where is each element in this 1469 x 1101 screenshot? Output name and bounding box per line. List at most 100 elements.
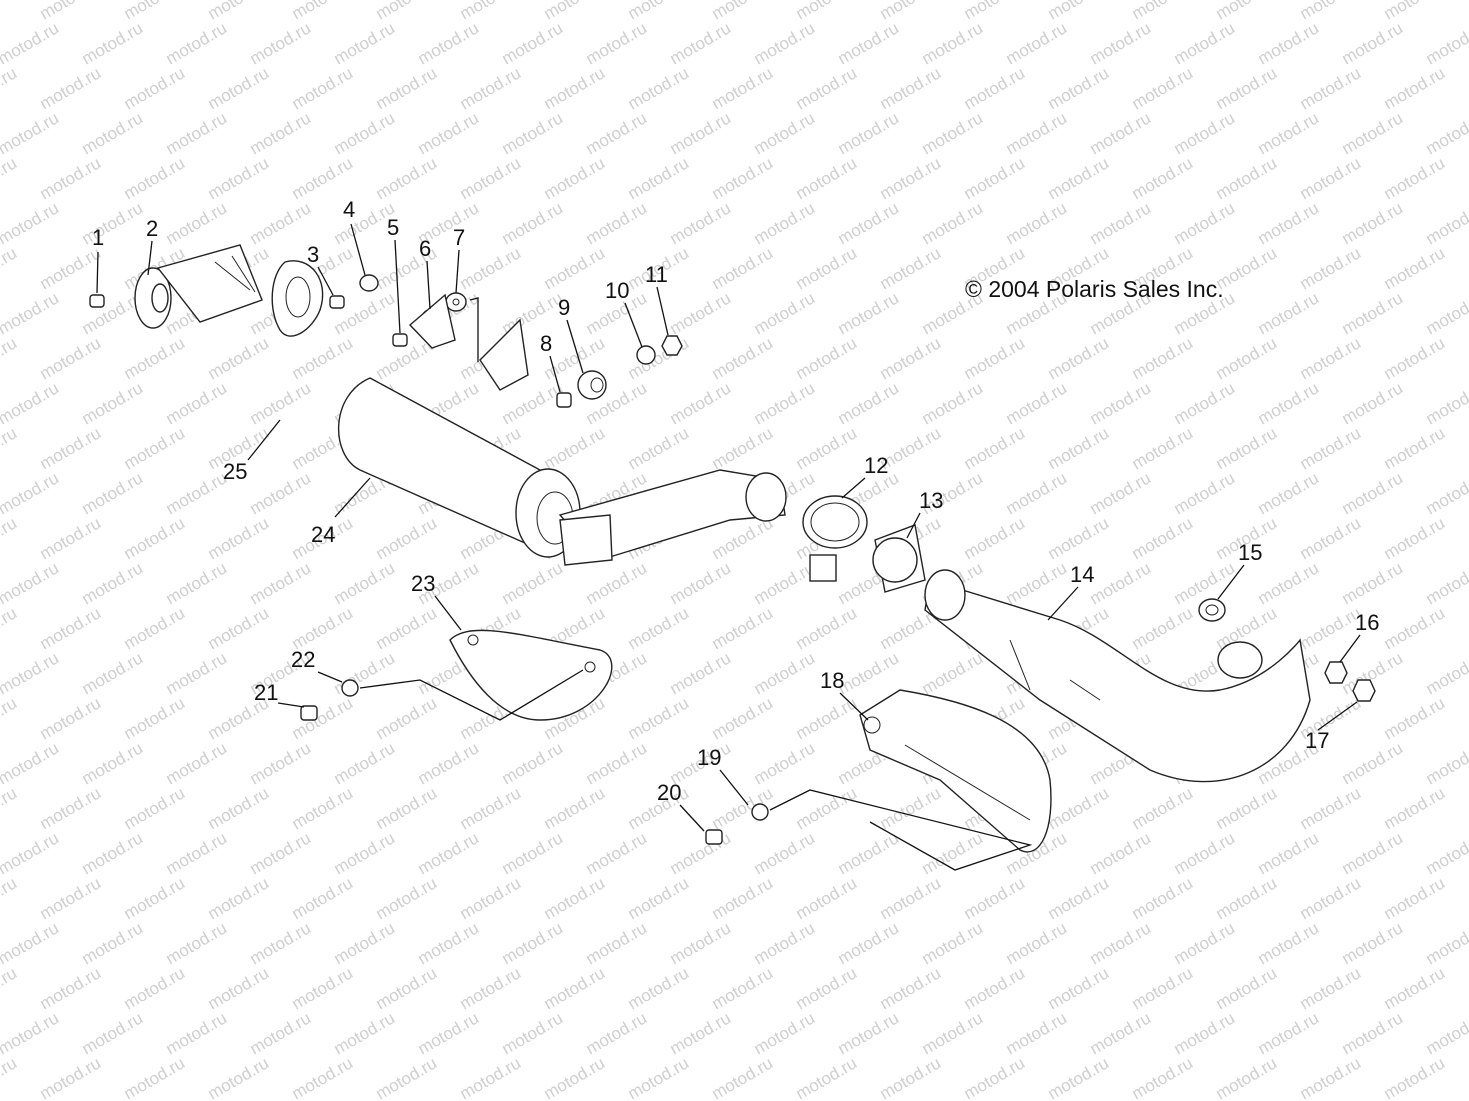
watermark-text: motod.ru: [1003, 108, 1071, 158]
watermark-text: motod.ru: [583, 918, 651, 968]
watermark-text: motod.ru: [541, 0, 609, 23]
watermark-text: motod.ru: [79, 648, 147, 698]
watermark-text: motod.ru: [751, 558, 819, 608]
callout-18: 18: [820, 668, 844, 693]
part-20-bolt: [705, 829, 723, 845]
watermark-text: motod.ru: [793, 153, 861, 203]
watermark-text: motod.ru: [331, 918, 399, 968]
callout-8: 8: [540, 331, 552, 356]
watermark-text: motod.ru: [1381, 243, 1449, 293]
watermark-text: motod.ru: [499, 198, 567, 248]
watermark-text: motod.ru: [373, 63, 441, 113]
watermark-text: motod.ru: [79, 918, 147, 968]
watermark-text: motod.ru: [835, 648, 903, 698]
watermark-text: motod.ru: [373, 873, 441, 923]
watermark-text: motod.ru: [289, 333, 357, 383]
copyright-notice: © 2004 Polaris Sales Inc.: [965, 276, 1224, 302]
watermark-text: motod.ru: [919, 1008, 987, 1058]
watermark-text: motod.ru: [1423, 18, 1469, 68]
watermark-text: motod.ru: [541, 153, 609, 203]
watermark-text: motod.ru: [583, 738, 651, 788]
watermark-text: motod.ru: [121, 963, 189, 1013]
watermark-text: motod.ru: [331, 558, 399, 608]
watermark-text: motod.ru: [1297, 873, 1365, 923]
watermark-text: motod.ru: [1087, 378, 1155, 428]
part-11-nut: [661, 335, 683, 356]
watermark-text: motod.ru: [373, 963, 441, 1013]
watermark-text: motod.ru: [709, 423, 777, 473]
watermark-text: motod.ru: [667, 198, 735, 248]
callout-25: 25: [223, 459, 247, 484]
watermark-text: motod.ru: [289, 603, 357, 653]
watermark-text: motod.ru: [205, 603, 273, 653]
watermark-text: motod.ru: [37, 963, 105, 1013]
callout-22: 22: [291, 647, 315, 672]
watermark-text: motod.ru: [37, 423, 105, 473]
part-8-spacer: [556, 392, 572, 408]
part-2-tailpipe: [134, 244, 263, 329]
watermark-text: motod.ru: [583, 558, 651, 608]
watermark-text: motod.ru: [79, 108, 147, 158]
watermark-text: motod.ru: [709, 63, 777, 113]
watermark-text: motod.ru: [499, 1008, 567, 1058]
watermark-text: motod.ru: [1339, 828, 1407, 878]
watermark-text: motod.ru: [835, 18, 903, 68]
watermark-text: motod.ru: [0, 513, 20, 563]
callout-13: 13: [919, 488, 943, 513]
watermark-text: motod.ru: [1213, 333, 1281, 383]
watermark-text: motod.ru: [37, 603, 105, 653]
watermark-text: motod.ru: [0, 0, 20, 23]
watermark-text: motod.ru: [1003, 198, 1071, 248]
watermark-text: motod.ru: [919, 648, 987, 698]
watermark-text: motod.ru: [1339, 918, 1407, 968]
watermark-text: motod.ru: [583, 108, 651, 158]
watermark-text: motod.ru: [37, 153, 105, 203]
watermark-text: motod.ru: [79, 558, 147, 608]
part-18-heat-shield: [859, 689, 1052, 853]
watermark-text: motod.ru: [877, 783, 945, 833]
watermark-text: motod.ru: [1129, 153, 1197, 203]
watermark-text: motod.ru: [289, 0, 357, 23]
watermark-text: motod.ru: [1129, 513, 1197, 563]
watermark-text: motod.ru: [415, 1008, 483, 1058]
watermark-text: motod.ru: [961, 63, 1029, 113]
watermark-text: motod.ru: [625, 423, 693, 473]
watermark-text: motod.ru: [541, 963, 609, 1013]
watermark-text: motod.ru: [0, 783, 20, 833]
watermark-text: motod.ru: [541, 1053, 609, 1101]
watermark-text: motod.ru: [415, 828, 483, 878]
watermark-text: motod.ru: [961, 963, 1029, 1013]
watermark-text: motod.ru: [751, 378, 819, 428]
watermark-text: motod.ru: [793, 423, 861, 473]
part-23-heat-shield: [449, 629, 613, 721]
watermark-text: motod.ru: [835, 828, 903, 878]
watermark-text: motod.ru: [667, 918, 735, 968]
watermark-text: motod.ru: [79, 828, 147, 878]
watermark-text: motod.ru: [961, 1053, 1029, 1101]
watermark-text: motod.ru: [583, 1008, 651, 1058]
watermark-text: motod.ru: [1171, 468, 1239, 518]
watermark-text: motod.ru: [751, 288, 819, 338]
callout-4: 4: [343, 197, 355, 222]
watermark-text: motod.ru: [1339, 1008, 1407, 1058]
watermark-text: motod.ru: [1423, 918, 1469, 968]
watermark-text: motod.ru: [1045, 873, 1113, 923]
watermark-text: motod.ru: [541, 63, 609, 113]
watermark-text: motod.ru: [0, 918, 62, 968]
watermark-text: motod.ru: [1171, 378, 1239, 428]
watermark-text: motod.ru: [583, 18, 651, 68]
watermark-text: motod.ru: [289, 693, 357, 743]
watermark-text: motod.ru: [751, 198, 819, 248]
watermark-text: motod.ru: [0, 378, 62, 428]
part-19-lock-washer: [751, 803, 769, 821]
watermark-text: motod.ru: [541, 423, 609, 473]
watermark-text: motod.ru: [1129, 963, 1197, 1013]
watermark-text: motod.ru: [121, 0, 189, 23]
watermark-text: motod.ru: [1129, 603, 1197, 653]
watermark-text: motod.ru: [499, 918, 567, 968]
watermark-text: motod.ru: [1171, 918, 1239, 968]
watermark-text: motod.ru: [499, 558, 567, 608]
watermark-text: motod.ru: [79, 18, 147, 68]
watermark-text: motod.ru: [1045, 423, 1113, 473]
watermark-text: motod.ru: [1087, 18, 1155, 68]
